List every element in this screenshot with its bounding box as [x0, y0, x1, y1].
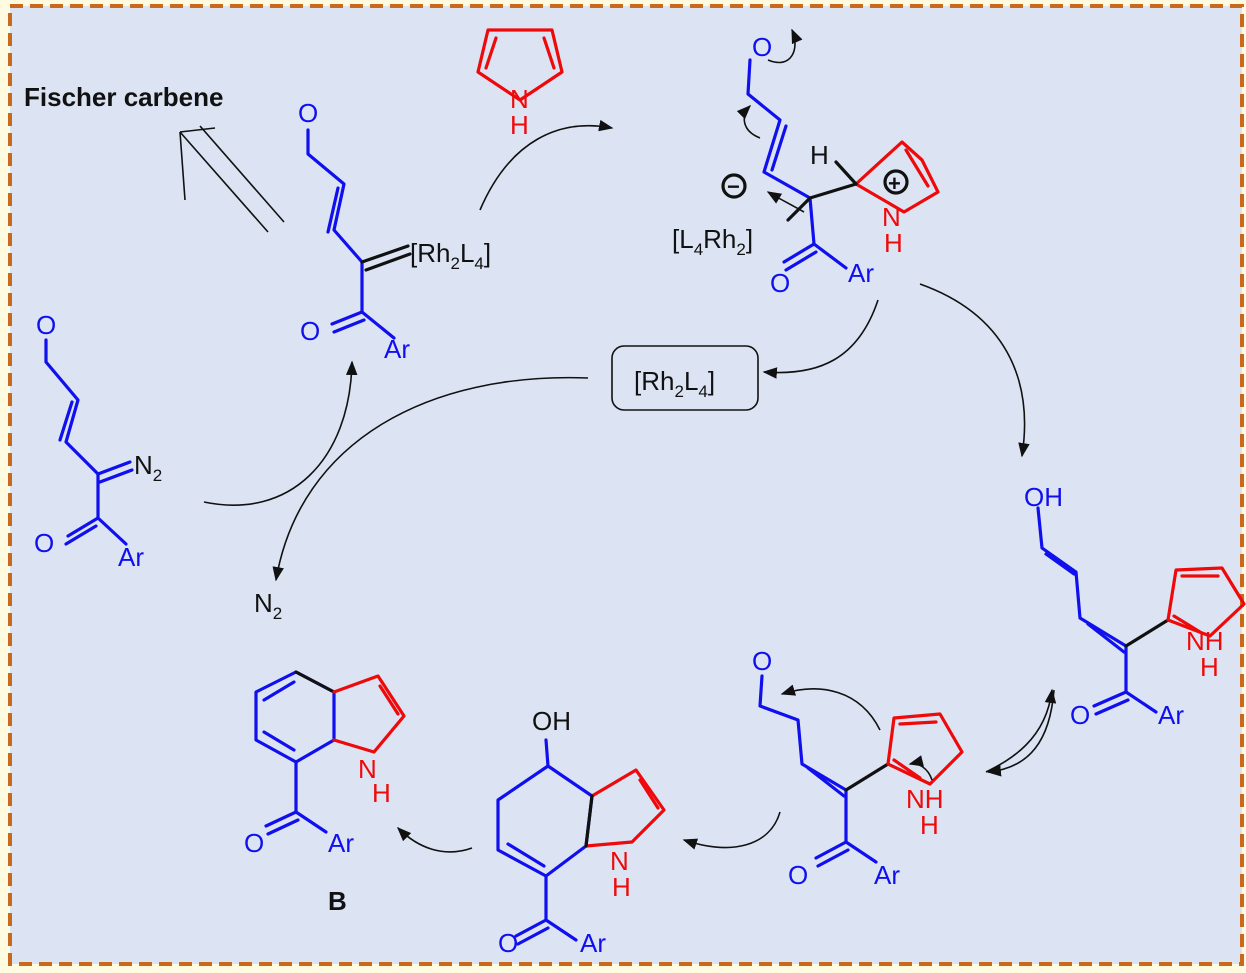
ald-ar: Ar [874, 860, 900, 890]
ald-o: O [752, 646, 772, 676]
b-ketone-o: O [244, 828, 264, 858]
carbene-ketone-o: O [300, 316, 320, 346]
enol-nh-h: H [1200, 652, 1219, 682]
panel-background [10, 6, 1242, 964]
carbene-rh2l4: [Rh2L4] [410, 238, 491, 273]
pyrrole-h: H [510, 110, 529, 140]
diazo-compound: O O Ar N2 [34, 310, 162, 572]
b-ar: Ar [328, 828, 354, 858]
ald-nh-h: H [920, 810, 939, 840]
reaction-arrows [203, 119, 1057, 853]
rh-carbene: O O Ar [Rh2L4] [298, 98, 491, 364]
pyrrole-n: N [510, 84, 529, 114]
enol-ar: Ar [1158, 700, 1184, 730]
retro-arrow [179, 125, 285, 233]
n2-byproduct: N2 [254, 588, 282, 623]
zw-aldehyde-o: O [752, 32, 772, 62]
catalyst-rh2l4: [Rh2L4] [634, 366, 715, 401]
ald-nh: NH [906, 784, 944, 814]
compound-b-label: B [328, 886, 347, 916]
plus-charge: + [888, 171, 901, 196]
dashed-frame [8, 4, 1244, 966]
carbene-aldehyde-o: O [298, 98, 318, 128]
b-nh: H [372, 778, 391, 808]
enol-intermediate: OH NH H O Ar [1024, 482, 1246, 730]
pyrrole-reagent: N H [476, 28, 564, 140]
diazo-ketone-o: O [34, 528, 54, 558]
product-indole-b: N H O Ar B [244, 670, 406, 916]
enol-ketone-o: O [1070, 700, 1090, 730]
catalyst-box: [Rh2L4] [611, 345, 759, 411]
diazo-n2: N2 [134, 450, 162, 485]
zw-ar: Ar [848, 258, 874, 288]
enol-oh: OH [1024, 482, 1063, 512]
zw-h: H [810, 140, 829, 170]
fischer-carbene-label: Fischer carbene [24, 82, 223, 112]
diazo-ar: Ar [118, 542, 144, 572]
b-n: N [358, 754, 377, 784]
zw-l4rh2: [L4Rh2] [672, 224, 753, 259]
cyc-n: N [610, 846, 629, 876]
minus-charge: − [727, 174, 740, 199]
cyc-ar: Ar [580, 928, 606, 958]
zw-ketone-o: O [770, 268, 790, 298]
enol-nh: NH [1186, 626, 1224, 656]
cyclized-alcohol: OH N H O Ar [496, 706, 666, 958]
diazo-aldehyde-o: O [36, 310, 56, 340]
cyc-ketone-o: O [498, 928, 518, 958]
ald-ketone-o: O [788, 860, 808, 890]
cyc-oh: OH [532, 706, 571, 736]
zw-nh: H [884, 228, 903, 258]
carbene-ar: Ar [384, 334, 410, 364]
zwitterion-intermediate: + − O H N H O Ar [L4Rh2] [672, 28, 940, 298]
zw-n: N [882, 202, 901, 232]
aldehyde-intermediate: O NH H O Ar [752, 646, 964, 890]
cyc-nh: H [612, 872, 631, 902]
